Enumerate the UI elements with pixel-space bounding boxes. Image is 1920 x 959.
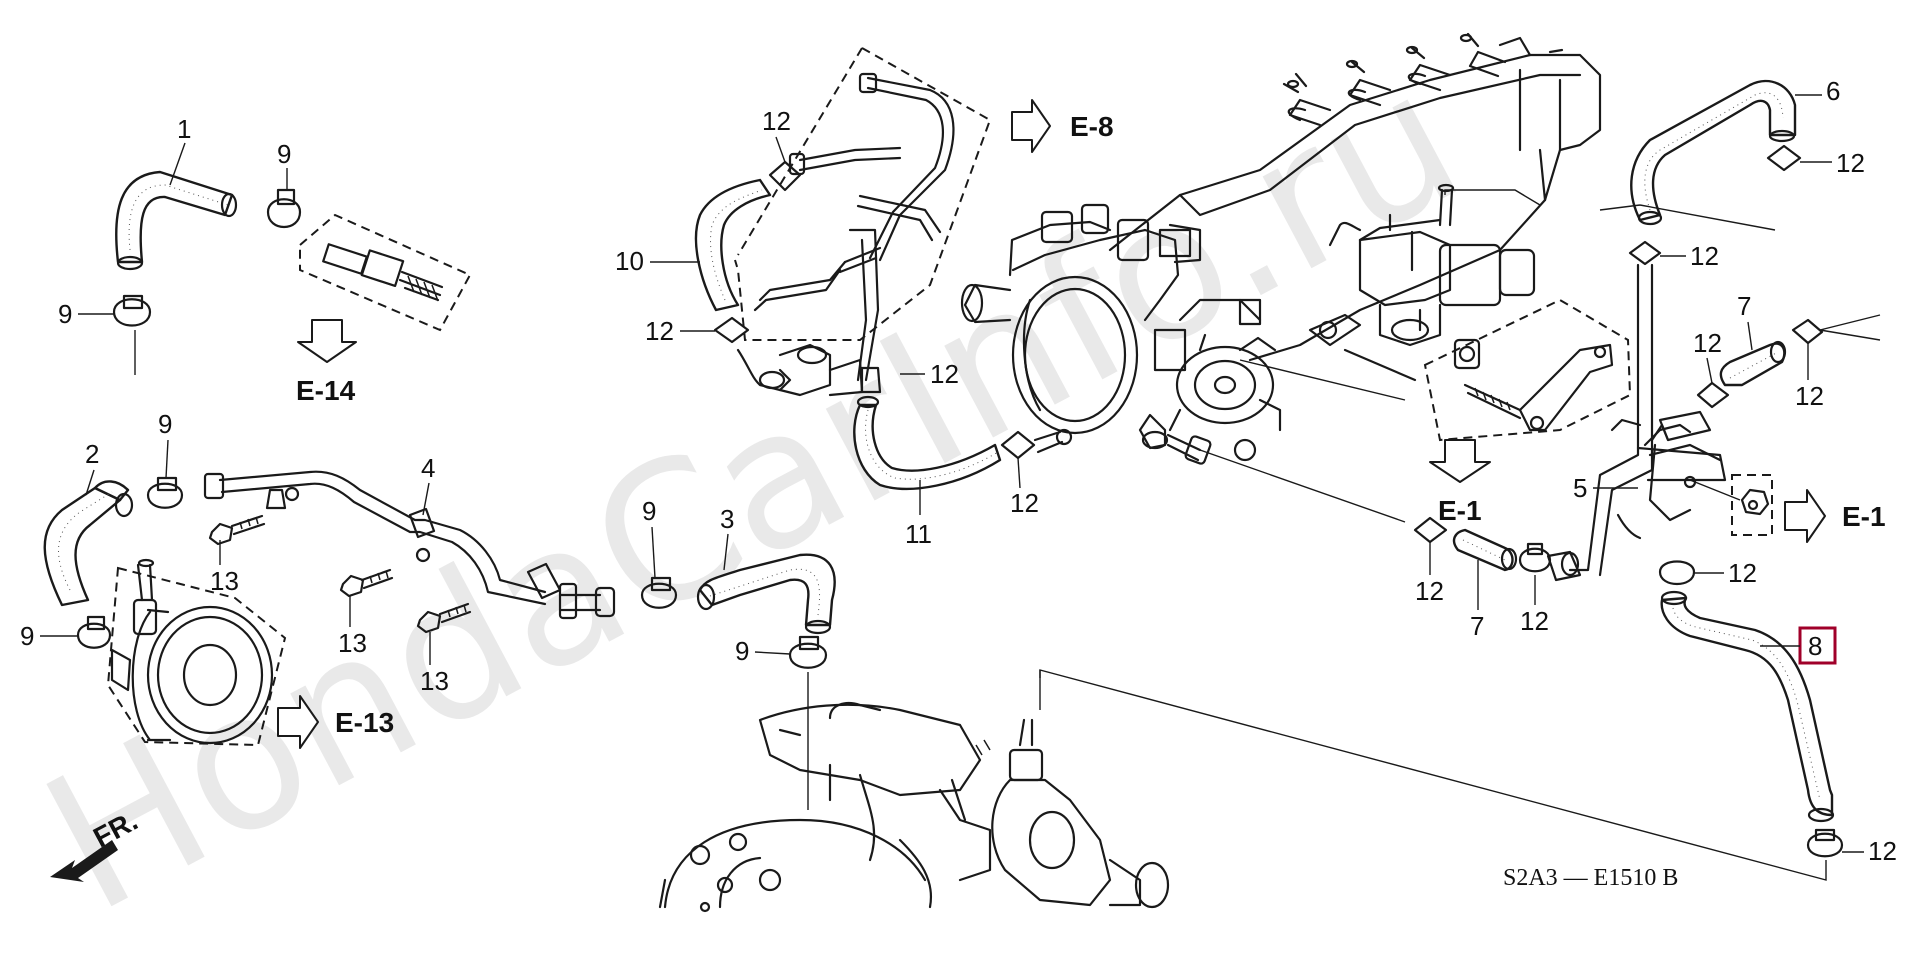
callout-7: 7	[1470, 611, 1484, 641]
hose-2-assembly	[43, 470, 616, 747]
callout-10: 10	[615, 246, 644, 276]
hose-10-11-assembly	[694, 47, 1073, 491]
diagram-code: S2A3 — E1510 B	[1503, 865, 1678, 891]
callout-12: 12	[1868, 836, 1897, 866]
callout-13: 13	[338, 628, 367, 658]
callout-12: 12	[1693, 328, 1722, 358]
callout-4: 4	[421, 453, 435, 483]
callout-2: 2	[85, 439, 99, 469]
callout-12: 12	[645, 316, 674, 346]
ref-e8: E-8	[1070, 111, 1114, 142]
callout-12: 12	[1010, 488, 1039, 518]
callout-9: 9	[58, 299, 72, 329]
callout-12: 12	[930, 359, 959, 389]
callout-12: 12	[1520, 606, 1549, 636]
callout-11: 11	[905, 519, 932, 549]
ref-arrow-right-icon	[1784, 489, 1826, 543]
callout-5: 5	[1573, 473, 1587, 503]
callout-9: 9	[642, 496, 656, 526]
hose-3-assembly	[640, 553, 1170, 913]
callout-7: 7	[1737, 291, 1751, 321]
callout-12: 12	[1690, 241, 1719, 271]
ref-arrow-right-icon	[277, 695, 319, 749]
callout-12: 12	[1728, 558, 1757, 588]
callout-1: 1	[177, 114, 191, 144]
ref-e13: E-13	[335, 707, 394, 738]
callout-8[interactable]: 8	[1808, 631, 1822, 661]
callout-9: 9	[158, 409, 172, 439]
ref-e14: E-14	[296, 375, 356, 406]
callout-13: 13	[420, 666, 449, 696]
ref-e1: E-1	[1842, 501, 1886, 532]
ref-arrow-down-icon	[1429, 439, 1491, 483]
ref-arrow-right-icon	[1011, 99, 1051, 153]
callout-12: 12	[1415, 576, 1444, 606]
right-hoses-assembly	[1039, 79, 1881, 881]
front-direction-arrow-icon	[50, 840, 118, 882]
callout-9: 9	[277, 139, 291, 169]
callout-12: 12	[762, 106, 791, 136]
ref-arrow-down-icon	[297, 319, 357, 363]
callout-9: 9	[735, 636, 749, 666]
callout-9: 9	[20, 621, 34, 651]
callout-12: 12	[1836, 148, 1865, 178]
callout-3: 3	[720, 504, 734, 534]
throttle-body-intake	[960, 32, 1632, 523]
callout-12: 12	[1795, 381, 1824, 411]
callout-13: 13	[210, 566, 239, 596]
ref-e1: E-1	[1438, 495, 1482, 526]
callout-6: 6	[1826, 76, 1840, 106]
hose-1-assembly	[112, 170, 472, 375]
